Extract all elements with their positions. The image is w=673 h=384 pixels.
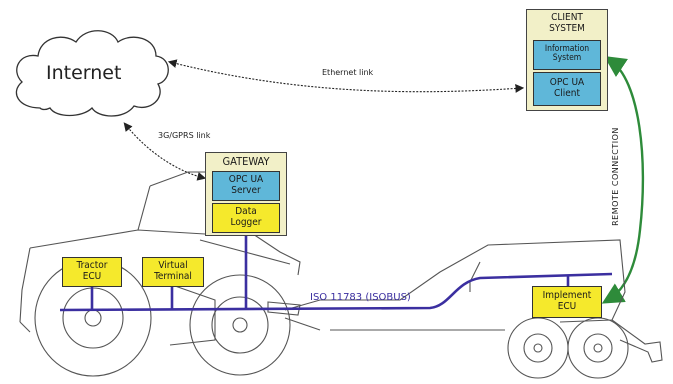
data-logger-box: Data Logger [212,203,280,233]
client-title-line1: CLIENT [527,13,607,24]
tractor-ecu-box: Tractor ECU [62,257,122,287]
tractor-ecu-line2: ECU [63,272,121,283]
opc-ua-client-label: OPC UA Client [534,78,600,99]
virtual-terminal-line2: Terminal [143,272,203,283]
implement-ecu-line1: Implement [533,291,601,302]
client-system-box: CLIENT SYSTEM Information System OPC UA … [526,9,608,111]
opc-ua-server-box: OPC UA Server [212,171,280,201]
tractor-ecu-label: Tractor ECU [63,261,121,282]
opc-client-line1: OPC UA [534,78,600,89]
opc-server-line1: OPC UA [213,175,279,186]
data-logger-line1: Data [213,207,279,218]
tractor-ecu-line1: Tractor [63,261,121,272]
remote-connection-label: REMOTE CONNECTION [611,127,620,226]
virtual-terminal-label: Virtual Terminal [143,261,203,282]
gateway-box: GATEWAY OPC UA Server Data Logger [205,152,287,236]
client-title-line2: SYSTEM [527,24,607,35]
implement-wheels [508,318,628,378]
implement-ecu-line2: ECU [533,302,601,313]
gprs-link-label: 3G/GPRS link [158,131,210,140]
data-logger-label: Data Logger [213,207,279,228]
implement-ecu-box: Implement ECU [532,286,602,318]
opc-client-line2: Client [534,89,600,100]
ethernet-link-label: Ethernet link [322,68,373,77]
gateway-title: GATEWAY [206,156,286,168]
information-system-box: Information System [533,40,601,70]
tractor-front-wheel [190,275,290,375]
virtual-terminal-box: Virtual Terminal [142,257,204,287]
opc-server-line2: Server [213,186,279,197]
implement-ecu-label: Implement ECU [533,291,601,312]
information-system-label: Information System [534,45,600,63]
virtual-terminal-line1: Virtual [143,261,203,272]
opc-ua-server-label: OPC UA Server [213,175,279,196]
internet-label: Internet [46,62,121,84]
info-line2: System [534,54,600,63]
isobus-label: ISO 11783 (ISOBUS) [310,292,411,303]
opc-ua-client-box: OPC UA Client [533,72,601,106]
client-system-title: CLIENT SYSTEM [527,13,607,34]
data-logger-line2: Logger [213,218,279,229]
